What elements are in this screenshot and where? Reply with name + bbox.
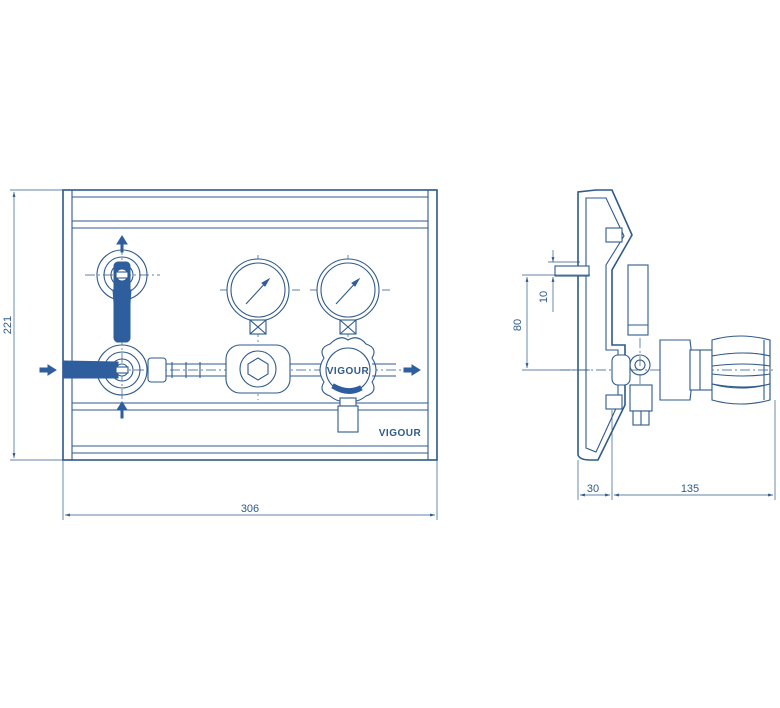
side-offset-dimension: 10 xyxy=(538,250,580,312)
lower-shutoff-valve xyxy=(63,344,148,396)
panel-left-frame xyxy=(62,189,73,461)
inlet-pipe xyxy=(147,357,232,383)
side-depth-dimension: 30 135 xyxy=(577,400,776,500)
flow-arrows xyxy=(39,235,421,419)
width-value: 306 xyxy=(241,503,259,515)
upper-shutoff-valve xyxy=(96,249,148,343)
regulator-body xyxy=(225,344,322,394)
height-value: 221 xyxy=(2,316,14,334)
side-height-value: 80 xyxy=(512,319,524,331)
side-valve-body xyxy=(611,264,653,426)
side-depth-rear-value: 135 xyxy=(681,483,699,495)
knob-brand-label: VIGOUR xyxy=(327,366,370,377)
regulator-knob: VIGOUR xyxy=(319,337,396,433)
outlet-pressure-gauge xyxy=(316,258,380,335)
side-panel-profile xyxy=(577,189,633,461)
width-dimension: 306 xyxy=(62,460,438,520)
side-knob xyxy=(711,335,771,405)
lower-valve-handle-icon xyxy=(63,360,119,379)
height-dimension: 221 xyxy=(2,189,63,461)
front-view: VIGOUR VIGOUR 221 306 xyxy=(2,189,438,520)
panel-brand-label: VIGOUR xyxy=(379,428,422,439)
side-view: 80 10 30 135 xyxy=(512,189,776,500)
side-offset-value: 10 xyxy=(538,291,550,303)
side-height-dimension: 80 xyxy=(512,274,590,371)
inlet-pressure-gauge xyxy=(226,258,290,335)
side-depth-front-value: 30 xyxy=(587,483,599,495)
panel-right-frame xyxy=(427,189,438,461)
side-regulator-bonnet xyxy=(659,339,713,401)
